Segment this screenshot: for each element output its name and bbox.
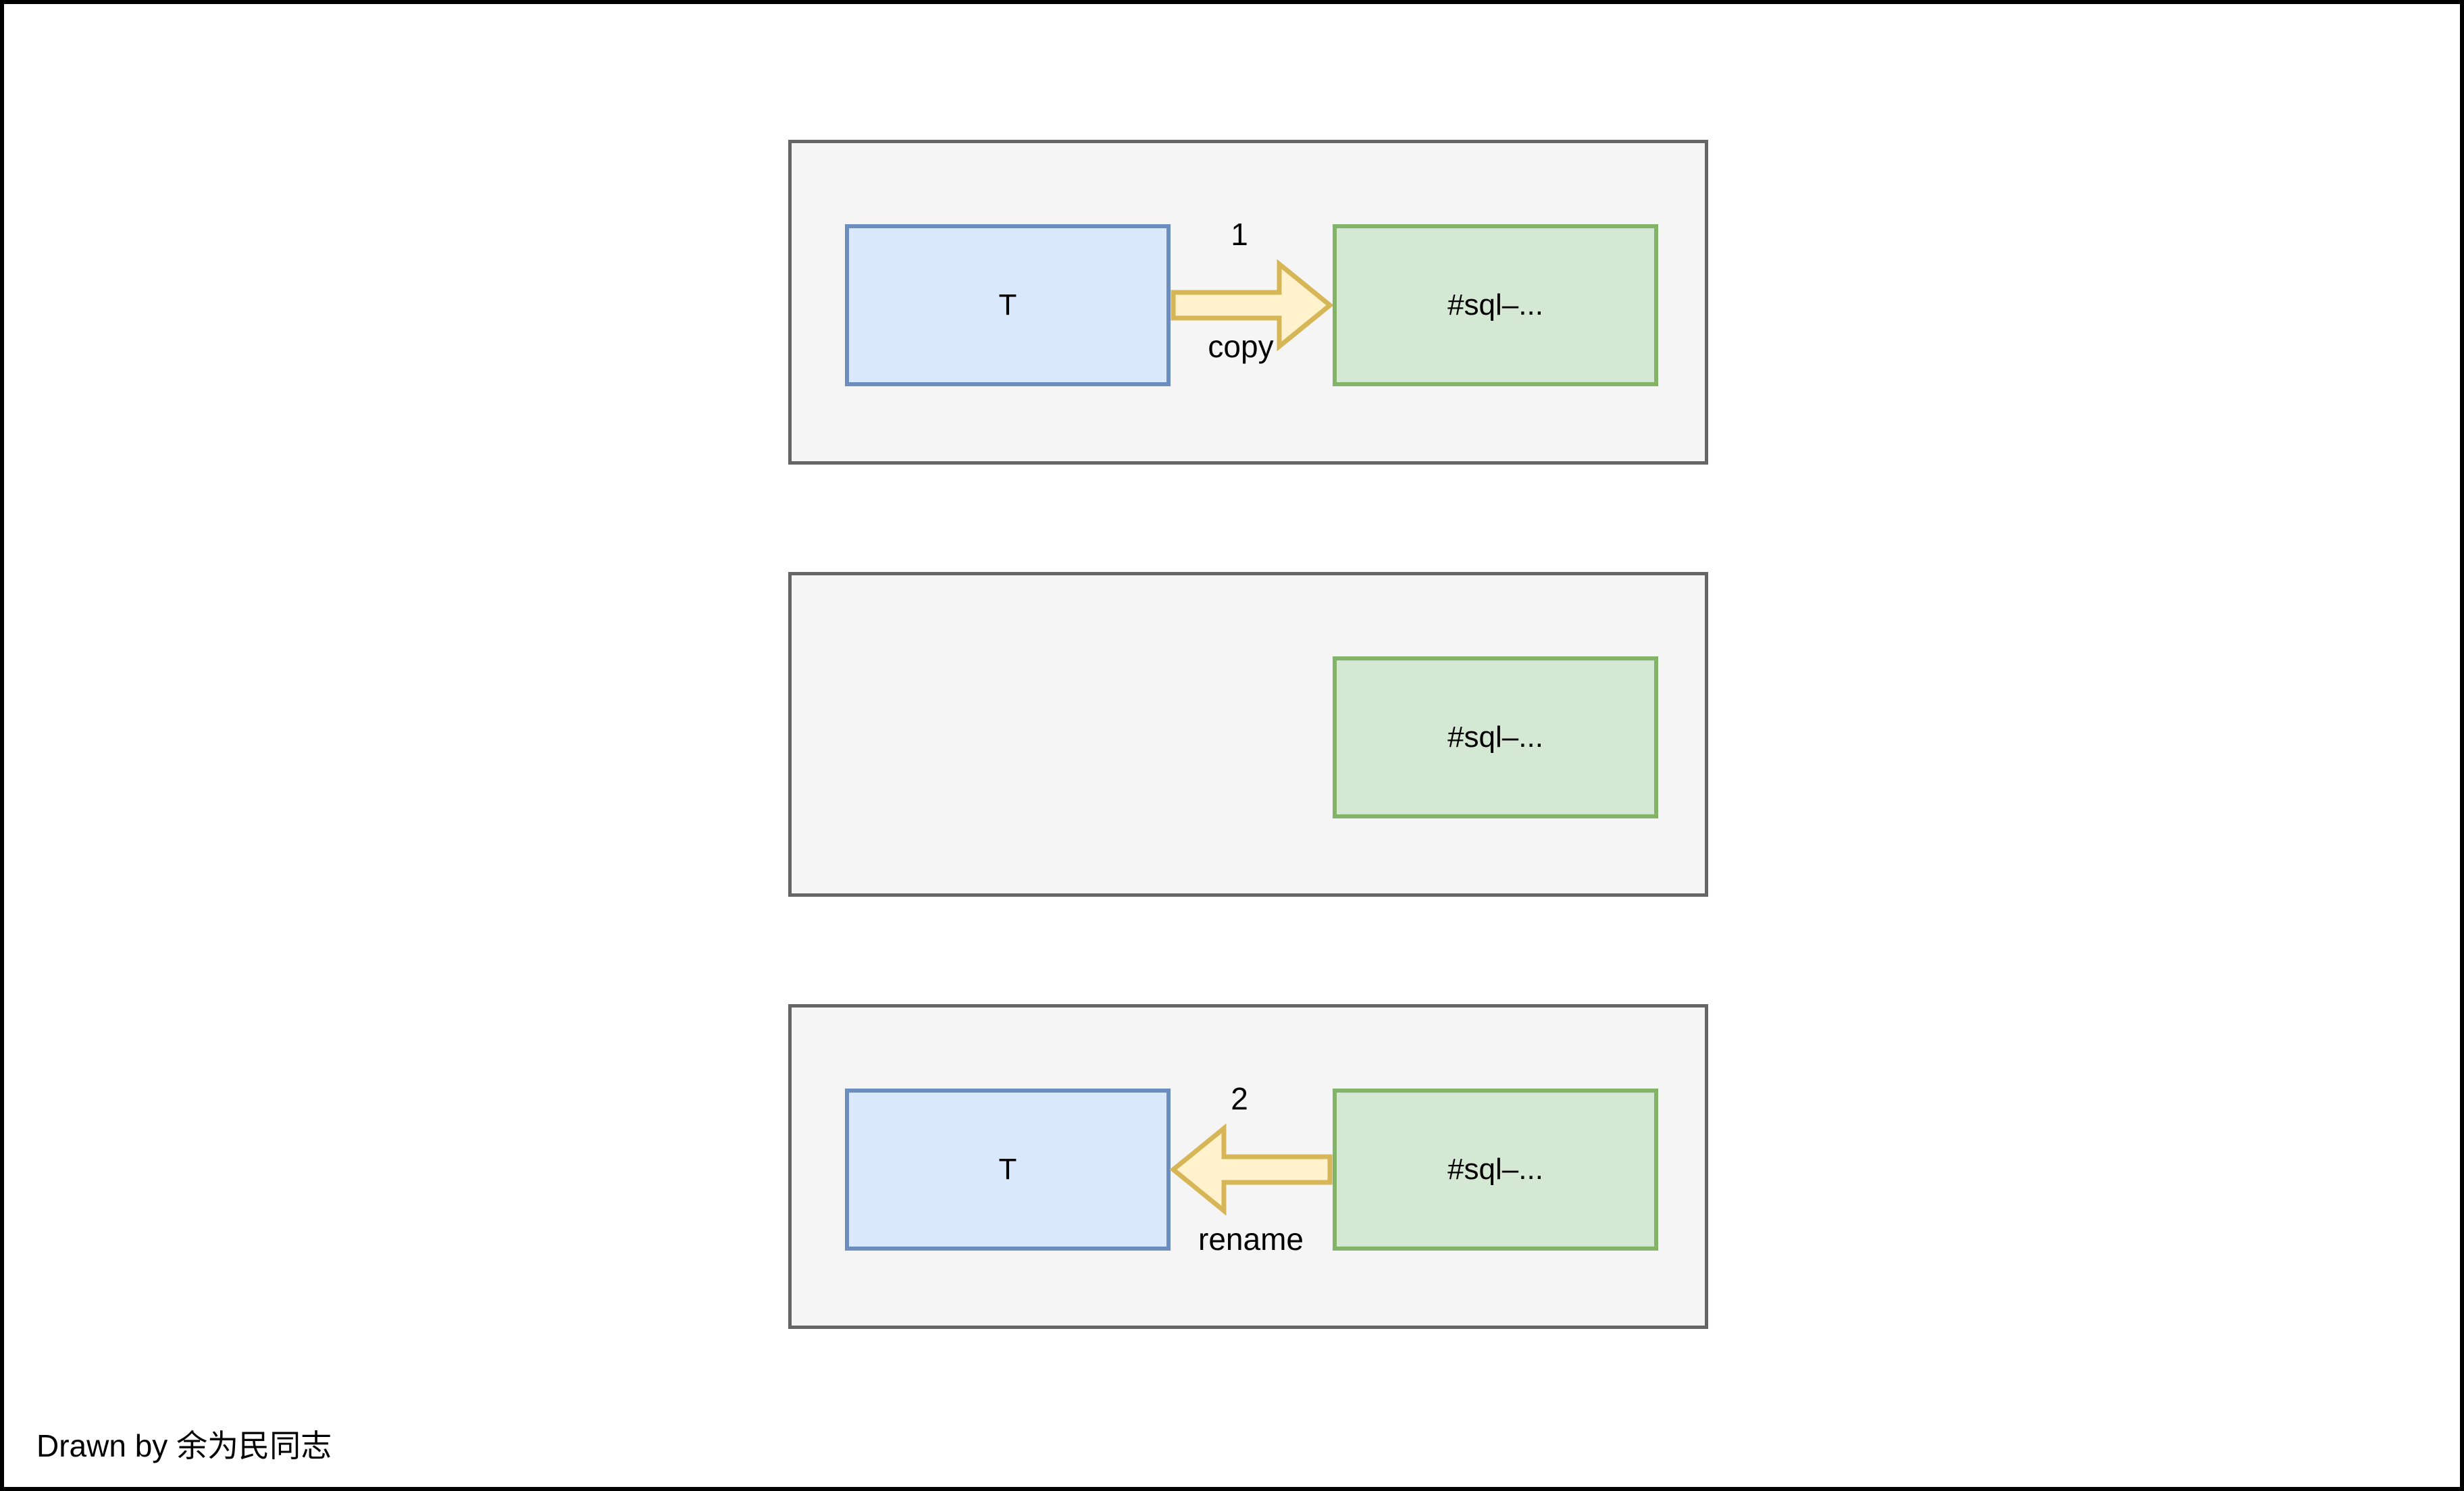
panel-temp-table-only: #sql–... (788, 572, 1708, 897)
panel-step-2-rename: T 2 rename #sql–... (788, 1004, 1708, 1329)
temp-table-label: #sql–... (1447, 288, 1543, 321)
copy-arrow-right-icon (1171, 259, 1334, 352)
table-t-box: T (845, 224, 1171, 386)
temp-table-label: #sql–... (1447, 720, 1543, 754)
temp-table-box: #sql–... (1333, 656, 1658, 818)
table-t-label: T (998, 1152, 1017, 1186)
rename-arrow-left-icon (1169, 1123, 1333, 1216)
action-label: copy (1208, 329, 1274, 364)
panel-step-1-copy: T 1 copy #sql–... (788, 140, 1708, 465)
temp-table-box: #sql–... (1333, 224, 1658, 386)
table-t-box: T (845, 1089, 1171, 1251)
step-number: 1 (1231, 217, 1248, 252)
step-number: 2 (1231, 1081, 1248, 1116)
table-t-label: T (998, 288, 1017, 321)
temp-table-box: #sql–... (1333, 1089, 1658, 1251)
action-label: rename (1198, 1222, 1304, 1257)
credit-text: Drawn by 余为民同志 (36, 1428, 332, 1463)
temp-table-label: #sql–... (1447, 1152, 1543, 1186)
